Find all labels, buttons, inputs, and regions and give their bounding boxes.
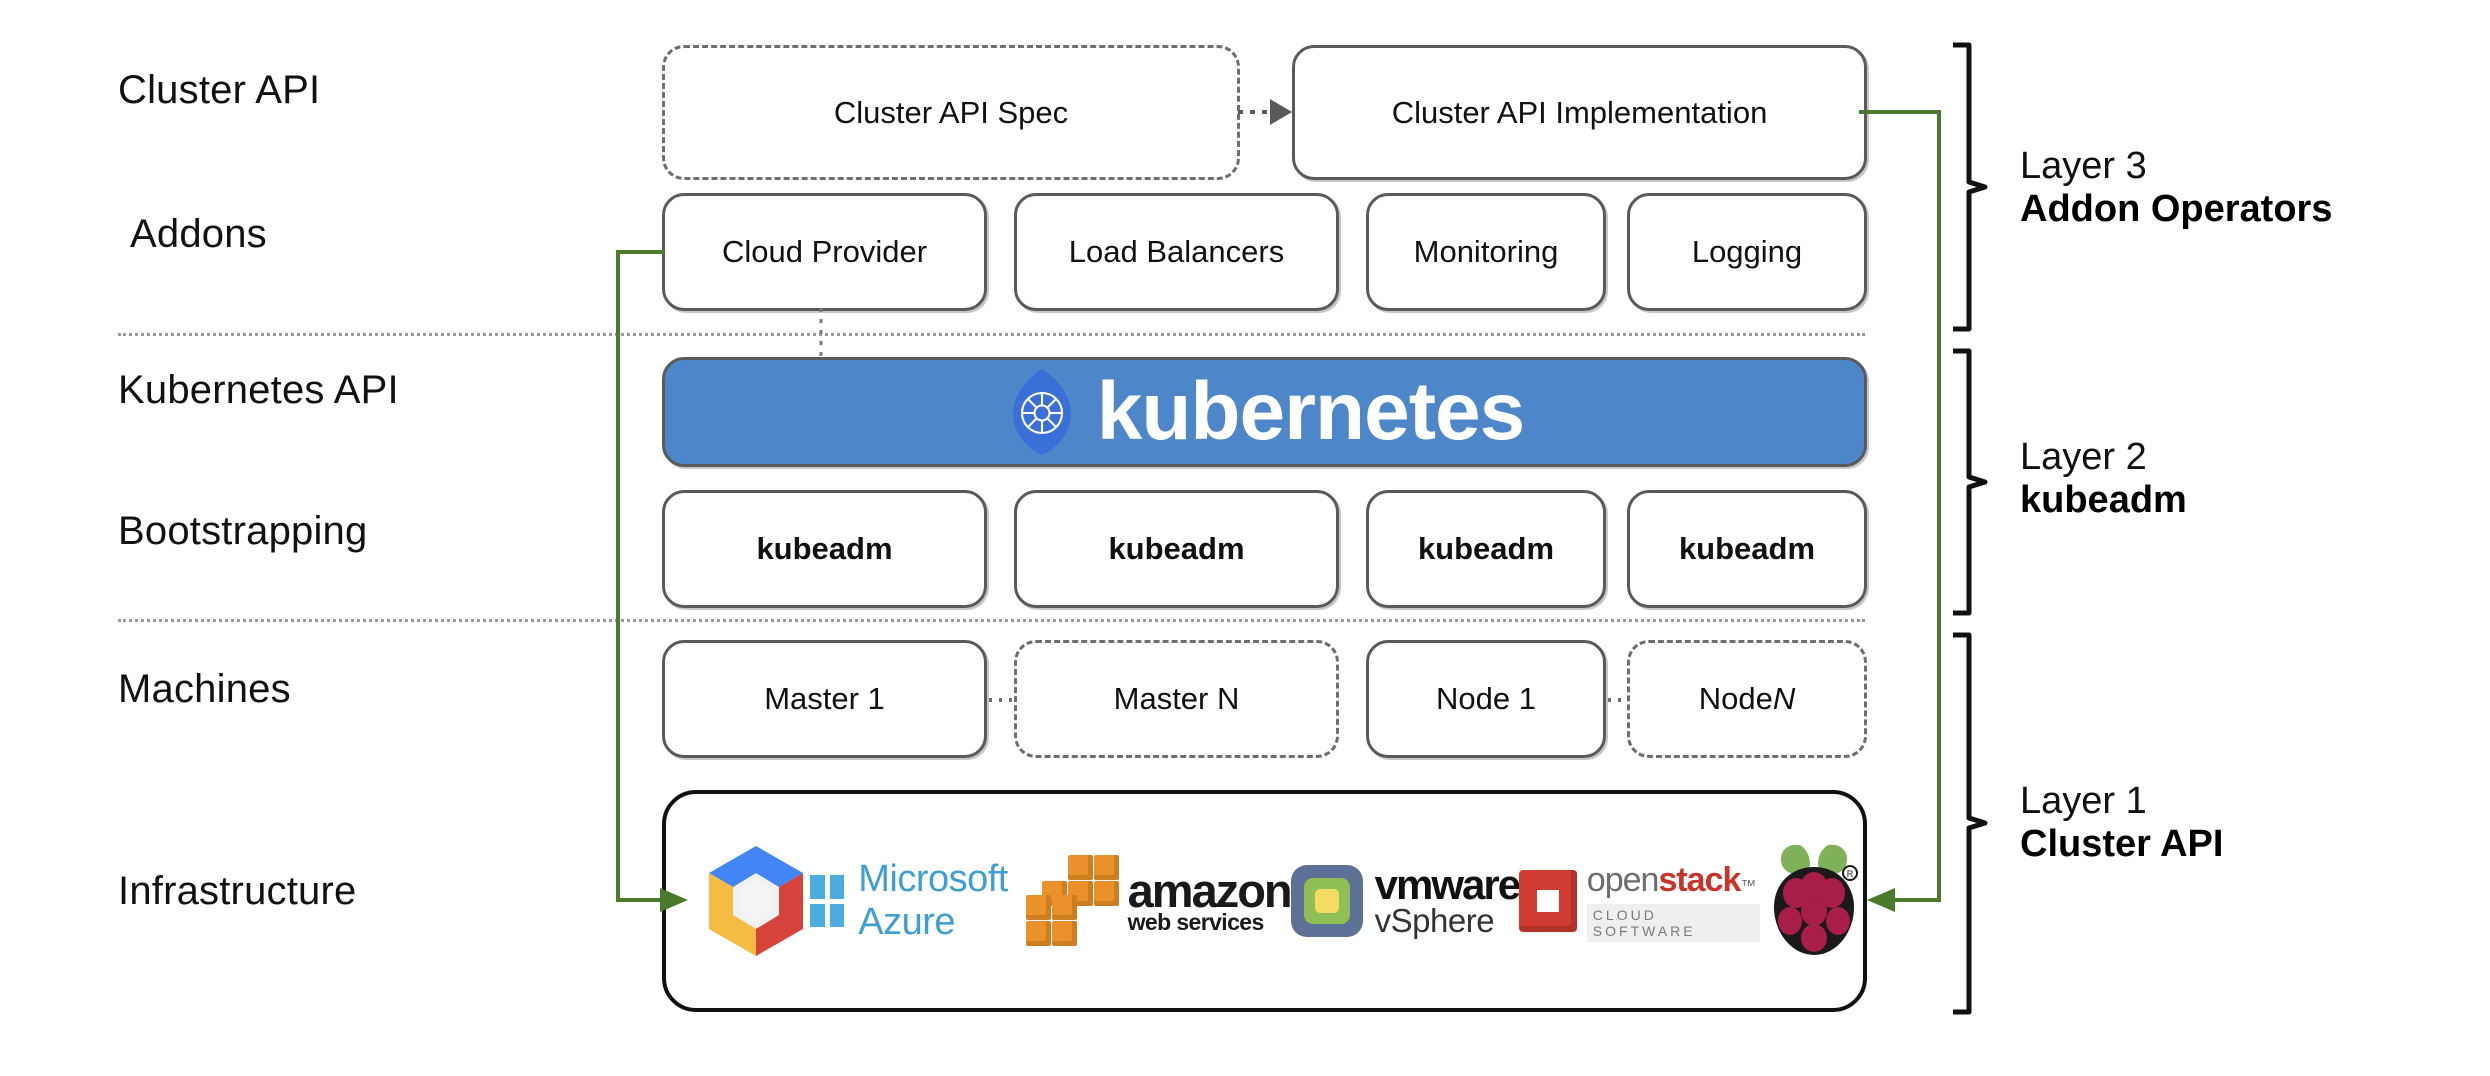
svg-text:R: R [1846, 869, 1853, 879]
bootstrap-label: kubeadm [1108, 531, 1245, 566]
google-cloud-platform-logo [709, 846, 803, 956]
machine-box-node-1[interactable]: Node 1 [1366, 640, 1606, 758]
vmware-vsphere-logo [1290, 865, 1363, 937]
addon-box-load-balancers[interactable]: Load Balancers [1014, 193, 1339, 311]
provider-raspberry-pi[interactable]: R [1760, 836, 1868, 966]
brace-layer-1 [1953, 632, 1988, 1015]
brace-layer-2 [1953, 348, 1988, 616]
microsoft-azure-label: Microsoft Azure [858, 858, 1008, 943]
vmware-primary-label: vmware [1374, 861, 1521, 908]
bootstrap-box-kubeadm-2[interactable]: kubeadm [1014, 490, 1339, 608]
spec-to-implementation-arrow [1238, 99, 1292, 125]
addon-label: Monitoring [1413, 234, 1559, 269]
kubernetes-banner: kubernetes [662, 357, 1867, 467]
infrastructure-box[interactable]: Microsoft Azure amazon web services [662, 790, 1867, 1012]
kubernetes-helm-icon [1012, 369, 1071, 455]
raspberry-pi-logo: R [1773, 844, 1858, 955]
separator-layer2-layer1 [118, 619, 1865, 622]
bootstrap-box-kubeadm-1[interactable]: kubeadm [662, 490, 987, 608]
openstack-open-label: open [1586, 860, 1660, 899]
amazon-web-services-logo [1025, 855, 1122, 947]
machine-label: Master 1 [764, 681, 885, 716]
openstack-tm-mark: ™ [1740, 877, 1756, 895]
separator-layer3-layer2 [118, 333, 1865, 336]
cluster-api-spec-box[interactable]: Cluster API Spec [662, 45, 1240, 180]
openstack-stack-label: stack [1658, 860, 1741, 899]
openstack-logo [1519, 870, 1577, 932]
row-label-cluster-api: Cluster API [118, 68, 321, 112]
cloud-provider-to-infrastructure-arrow [616, 250, 688, 912]
provider-vmware-vsphere[interactable]: vmware vSphere [1290, 836, 1521, 966]
machine-label-italic: N [1772, 681, 1796, 716]
aws-secondary-label: web services [1127, 909, 1265, 936]
addon-box-logging[interactable]: Logging [1627, 193, 1867, 311]
bootstrap-box-kubeadm-3[interactable]: kubeadm [1366, 490, 1606, 608]
machines-ellipsis-1 [989, 698, 1013, 702]
cluster-api-implementation-box[interactable]: Cluster API Implementation [1292, 45, 1867, 180]
cluster-api-implementation-label: Cluster API Implementation [1391, 94, 1768, 130]
addon-label: Logging [1691, 234, 1803, 269]
addon-label: Cloud Provider [721, 234, 928, 269]
vmware-secondary-label: vSphere [1374, 902, 1495, 940]
cluster-api-spec-label: Cluster API Spec [833, 94, 1069, 130]
machine-box-node-n[interactable]: Node N [1627, 640, 1867, 758]
addon-label: Load Balancers [1068, 234, 1285, 269]
row-label-infrastructure: Infrastructure [118, 869, 357, 913]
bootstrap-label: kubeadm [756, 531, 893, 566]
row-label-kubernetes-api: Kubernetes API [118, 368, 399, 412]
machine-label: Node 1 [1436, 681, 1536, 716]
layer-label-3: Layer 3 Addon Operators [2020, 145, 2332, 232]
provider-amazon-web-services[interactable]: amazon web services [1025, 836, 1293, 966]
layer-2-line-1: Layer 2 [2020, 436, 2147, 478]
layer-3-line-1: Layer 3 [2020, 145, 2147, 187]
kubernetes-wordmark: kubernetes [1096, 366, 1526, 457]
layer-label-2: Layer 2 kubeadm [2020, 436, 2187, 523]
aws-primary-label: amazon [1127, 863, 1293, 917]
layer-3-line-2: Addon Operators [2020, 188, 2333, 231]
machine-label-prefix: Node [1698, 681, 1773, 716]
layer-2-line-2: kubeadm [2020, 479, 2187, 522]
machines-ellipsis-2 [1608, 698, 1628, 702]
row-label-addons: Addons [130, 212, 267, 256]
bootstrap-box-kubeadm-4[interactable]: kubeadm [1627, 490, 1867, 608]
layer-1-line-2: Cluster API [2020, 823, 2224, 866]
layer-label-1: Layer 1 Cluster API [2020, 780, 2223, 867]
microsoft-azure-logo [810, 875, 845, 927]
row-label-machines: Machines [118, 667, 291, 711]
machine-box-master-1[interactable]: Master 1 [662, 640, 987, 758]
addon-box-cloud-provider[interactable]: Cloud Provider [662, 193, 987, 311]
bootstrap-label: kubeadm [1678, 531, 1816, 566]
machine-label: Master N [1113, 681, 1240, 716]
row-label-bootstrapping: Bootstrapping [118, 509, 368, 553]
provider-openstack[interactable]: openstack™ CLOUD SOFTWARE [1519, 836, 1760, 966]
brace-layer-3 [1953, 42, 1988, 332]
layer-1-line-1: Layer 1 [2020, 780, 2147, 822]
cluster-api-implementation-to-infrastructure-arrow [1859, 110, 1941, 912]
addon-box-monitoring[interactable]: Monitoring [1366, 193, 1606, 311]
provider-google-cloud-platform[interactable] [702, 836, 810, 966]
bootstrap-label: kubeadm [1417, 531, 1555, 566]
provider-microsoft-azure[interactable]: Microsoft Azure [810, 836, 1026, 966]
openstack-secondary-label: CLOUD SOFTWARE [1586, 903, 1760, 942]
machine-box-master-n[interactable]: Master N [1014, 640, 1339, 758]
